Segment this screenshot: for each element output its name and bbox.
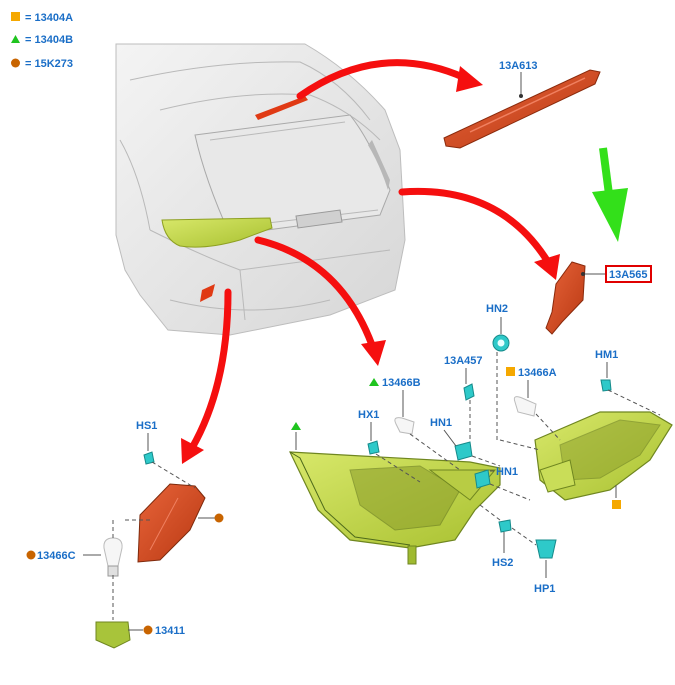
part-13a565-marker: 13A565 [545, 261, 652, 335]
callout-hx1[interactable]: HX1 [358, 409, 379, 421]
vehicle-tail-lamp-left [161, 217, 273, 248]
circle-marker-icon [143, 625, 153, 635]
triangle-marker-icon [369, 378, 379, 386]
part-liftgate-lamp-assembly [534, 411, 673, 501]
callout-hn2[interactable]: HN2 [486, 303, 508, 315]
callout-13a565[interactable]: 13A565 [609, 269, 648, 281]
legend: = 13404A = 13404B = 15K273 [11, 12, 73, 70]
red-arrow-icon [188, 288, 232, 452]
callout-13466b[interactable]: 13466B [382, 377, 421, 389]
callout-hp1[interactable]: HP1 [534, 583, 555, 595]
part-tail-lamp-assembly [289, 451, 501, 565]
part-side-lamp-assembly [137, 483, 224, 563]
red-arrow-icon [398, 187, 552, 266]
red-arrow-icon [254, 236, 376, 349]
circle-marker-icon [11, 58, 20, 68]
legend-13404b: = 13404B [25, 34, 73, 46]
callout-13411[interactable]: 13411 [155, 625, 185, 637]
circle-marker-icon [214, 513, 224, 523]
callout-13466a[interactable]: 13466A [518, 367, 557, 379]
callout-hm1[interactable]: HM1 [595, 349, 618, 361]
square-marker-icon [11, 12, 20, 21]
callout-hs2[interactable]: HS2 [492, 557, 513, 569]
circle-marker-icon [26, 550, 36, 560]
square-marker-icon [612, 500, 621, 509]
callout-13466c[interactable]: 13466C [37, 550, 76, 562]
callout-13a457[interactable]: 13A457 [444, 355, 483, 367]
bulbs-and-sockets: HN2 13A457 13466A HM1 13466B HX1 HN1 HN1 [26, 303, 661, 649]
callout-13a613[interactable]: 13A613 [499, 60, 538, 72]
assembly-guides [112, 352, 561, 620]
vehicle-rear-illustration [115, 43, 406, 336]
green-arrow-icon [592, 147, 628, 242]
square-marker-icon [506, 367, 515, 376]
triangle-marker-icon [291, 422, 301, 430]
callout-hn1-mid[interactable]: HN1 [496, 466, 518, 478]
legend-15k273: = 15K273 [25, 58, 73, 70]
triangle-marker-icon [11, 35, 20, 43]
callout-hs1[interactable]: HS1 [136, 420, 157, 432]
highlight-box-13a565 [605, 265, 652, 283]
red-arrows [181, 59, 560, 464]
red-arrow-icon [296, 59, 469, 100]
part-13a613-high-mount-stop-lamp: 13A613 [443, 60, 601, 149]
callout-hn1-top[interactable]: HN1 [430, 417, 452, 429]
legend-13404a: = 13404A [25, 12, 73, 24]
